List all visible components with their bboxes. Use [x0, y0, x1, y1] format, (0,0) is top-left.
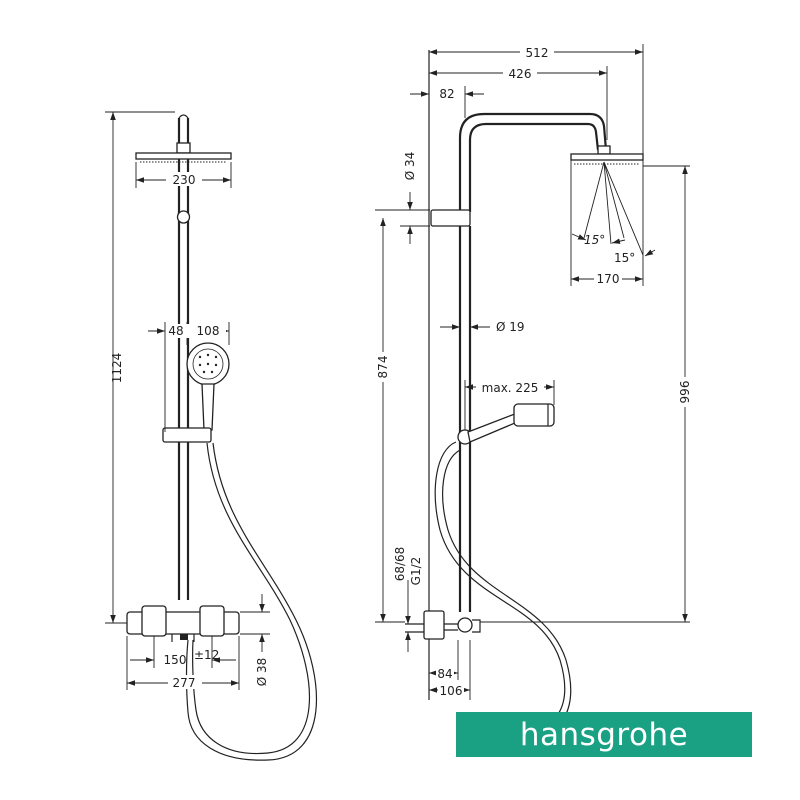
side-connection	[457, 617, 473, 633]
front-view: 1124 230 48 108 150 ±12 277 Ø 38	[105, 111, 317, 761]
dim-wall-offset: 82	[439, 87, 454, 101]
side-hand-shower	[513, 403, 555, 427]
dim-bracket-diameter: Ø 34	[403, 152, 417, 181]
dim-arm-length: 426	[509, 67, 532, 81]
hand-holder	[162, 427, 212, 443]
dim-head-width: 230	[173, 173, 196, 187]
dim-bracket-height: 874	[376, 356, 390, 379]
dim-projection: 512	[526, 46, 549, 60]
dim-wall-distance-b: 106	[440, 684, 463, 698]
dim-thread: G1/2	[409, 557, 423, 586]
dim-mixer-width: 277	[173, 676, 196, 690]
dim-head-height: 996	[678, 381, 692, 404]
dim-pipe-diameter: Ø 19	[496, 320, 525, 334]
dim-center-tolerance: ±12	[194, 648, 219, 662]
dim-connection-spacing: 68/68	[393, 547, 407, 582]
riser-pipe	[177, 118, 190, 600]
swivel-joint	[176, 210, 191, 224]
dim-hand-width: 108	[197, 324, 220, 338]
dim-wall-distance-a: 84	[437, 667, 452, 681]
dim-head-diameter: 170	[597, 272, 620, 286]
side-riser	[458, 226, 472, 612]
dim-center-distance: 150	[164, 653, 187, 667]
dim-hand-reach: max. 225	[482, 381, 539, 395]
wall-bracket	[430, 209, 471, 227]
side-overhead-shower	[570, 153, 644, 161]
dim-spray-left: 15°	[584, 233, 605, 247]
dim-spray-right: 15°	[614, 251, 635, 265]
brand-logo: hansgrohe	[456, 712, 752, 757]
dim-overall-height: 1124	[110, 353, 124, 384]
overhead-shower	[135, 152, 232, 160]
dim-offset-hand: 48	[168, 324, 183, 338]
side-view: 15° 15° 170 512 426 82	[374, 44, 694, 737]
brand-logo-text: hansgrohe	[519, 716, 689, 753]
dim-mixer-diameter: Ø 38	[255, 658, 269, 687]
